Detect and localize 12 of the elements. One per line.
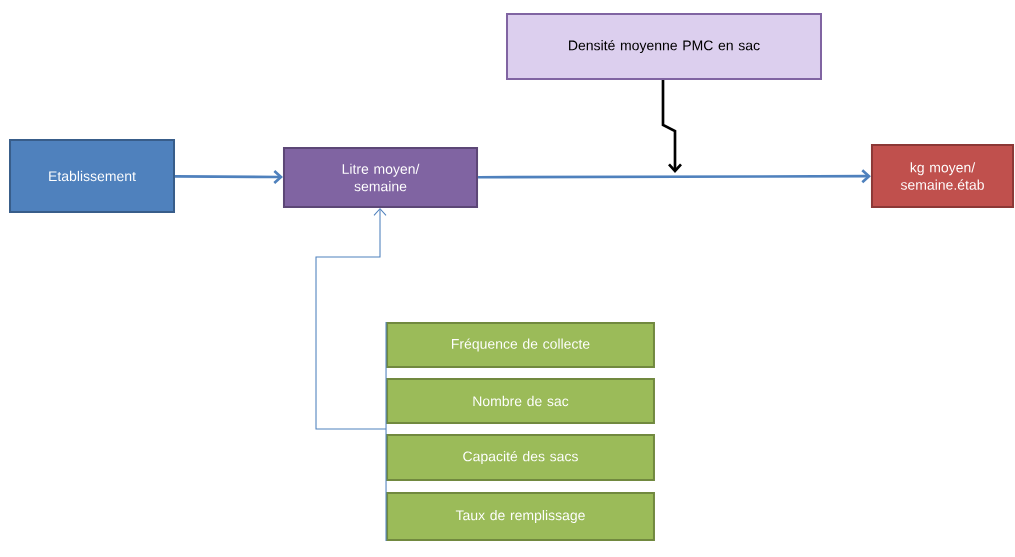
arrow <box>175 169 283 184</box>
process-box: kg moyen/ semaine.étab <box>870 144 1015 208</box>
process-box: Etablissement <box>9 139 175 213</box>
arrow <box>661 80 682 173</box>
process-box: Fréquence de collecte <box>386 322 655 368</box>
process-box: Taux de remplissage <box>386 492 655 541</box>
process-box: Nombre de sac <box>386 378 655 424</box>
process-box: Densité moyenne PMC en sac <box>506 12 822 81</box>
arrow <box>478 169 871 184</box>
process-box: Litre moyen/ semaine <box>283 147 479 208</box>
arrow <box>315 207 387 542</box>
process-box: Capacité des sacs <box>386 433 655 482</box>
